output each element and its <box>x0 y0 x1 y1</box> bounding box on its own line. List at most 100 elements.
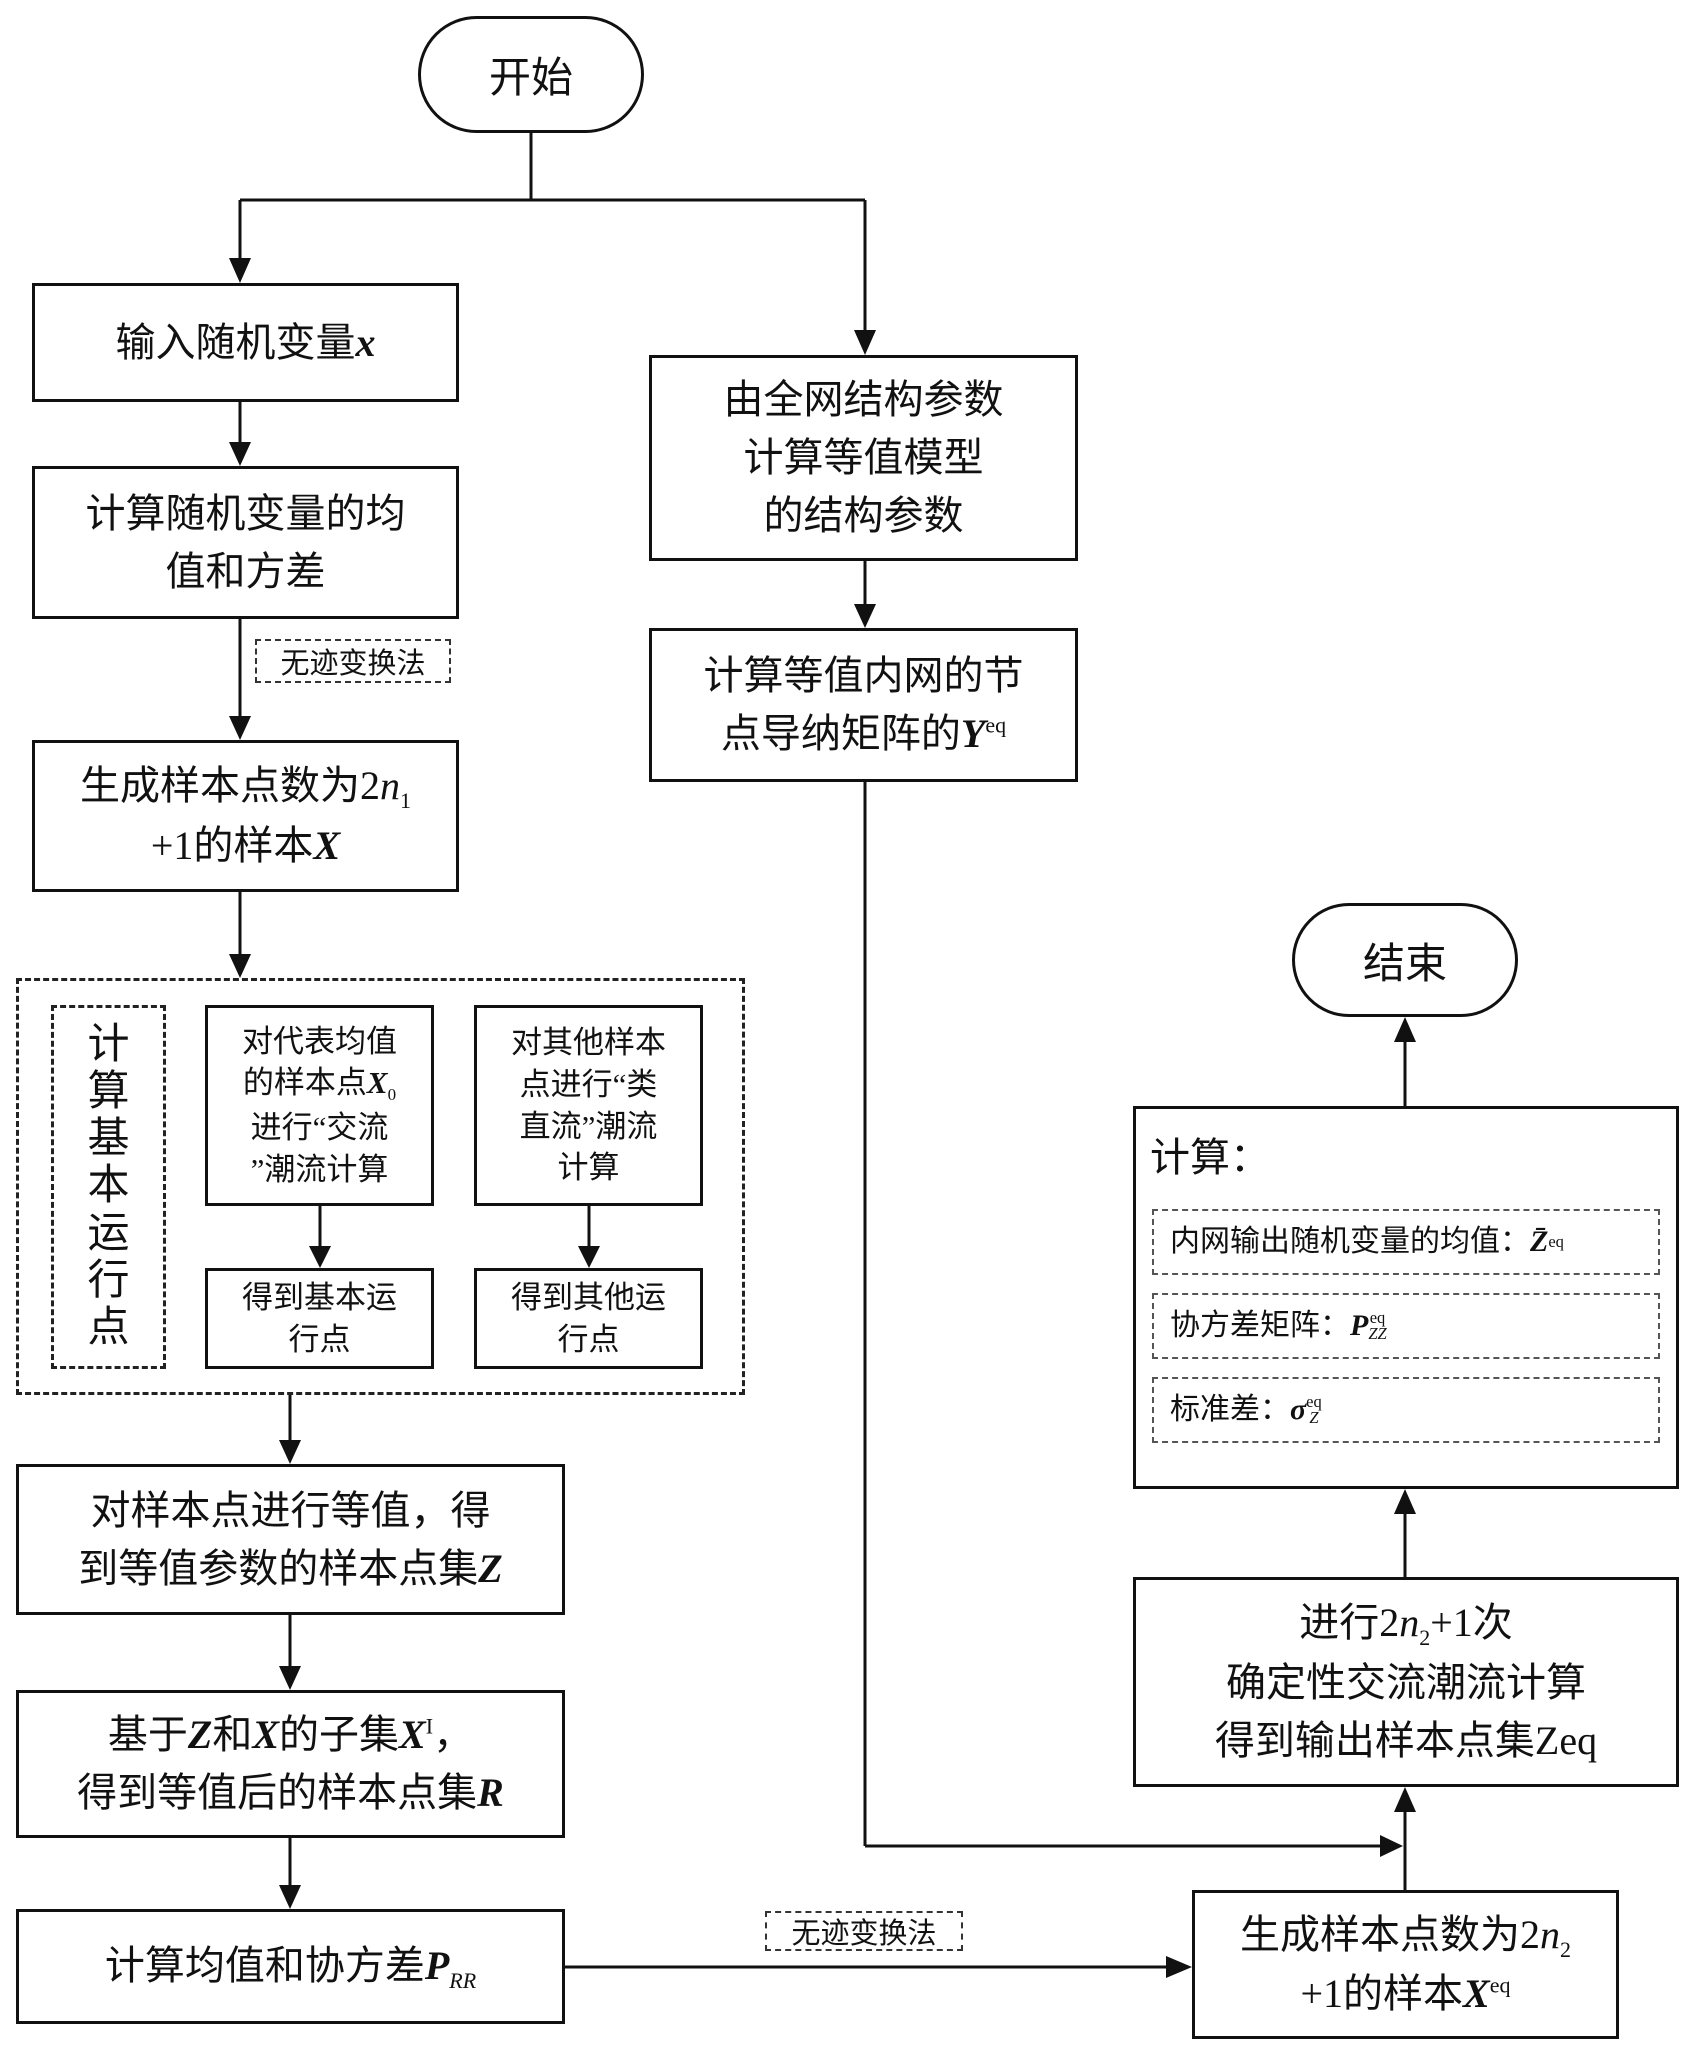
generate-samples-box: 生成样本点数为2n1 +1的样本X <box>32 740 459 892</box>
var-n: n <box>380 763 400 809</box>
dc-line2: 点进行“类 <box>519 1066 658 1102</box>
ac-powerflow-box: 对代表均值 的样本点X0 进行“交流 ”潮流计算 <box>205 1005 434 1206</box>
dc-result-line1: 得到其他运 <box>511 1279 666 1315</box>
subscript: Z <box>1309 1408 1319 1427</box>
arrowhead <box>229 442 251 466</box>
subscript: 2 <box>1419 1625 1431 1651</box>
var-Z: Z <box>478 1545 503 1591</box>
arrowhead <box>279 1885 301 1909</box>
arrowhead <box>854 330 876 355</box>
gen-samples-line1: 生成样本点数为2 <box>80 763 380 809</box>
input-var: x <box>355 319 376 365</box>
basic-operating-point-group <box>16 978 745 1395</box>
struct-line2: 计算等值模型 <box>743 435 984 480</box>
superscript: eq <box>985 712 1007 738</box>
mean-variance-line2: 值和方差 <box>165 548 326 594</box>
var-n: n <box>1540 1911 1560 1957</box>
admittance-line2: 点导纳矩阵的 <box>720 711 961 756</box>
basic-point-result-box: 得到基本运 行点 <box>205 1268 434 1369</box>
pf-line2: 确定性交流潮流计算 <box>1226 1659 1586 1705</box>
var-n: n <box>1399 1600 1420 1646</box>
start-terminal: 开始 <box>418 16 644 133</box>
var-X0: X <box>366 1065 388 1101</box>
arrowhead <box>229 258 251 283</box>
superscript: eq <box>1306 1391 1322 1411</box>
group-title-char: 点 <box>87 1304 130 1351</box>
dc-result-line2: 行点 <box>557 1321 620 1357</box>
group-title: 计算基本运行点 <box>87 1022 129 1351</box>
powerflow-box: 进行2n2+1次 确定性交流潮流计算 得到输出样本点集Zeq <box>1133 1577 1679 1787</box>
pf-line1-post: +1次 <box>1430 1600 1513 1646</box>
dc-powerflow-box: 对其他样本 点进行“类 直流”潮流 计算 <box>474 1005 703 1206</box>
arrowhead <box>578 1246 600 1268</box>
dc-line4: 计算 <box>557 1150 620 1186</box>
subscript: 1 <box>400 788 411 814</box>
end-label: 结束 <box>1362 941 1447 988</box>
group-title-char: 运 <box>87 1210 130 1257</box>
start-label: 开始 <box>488 56 573 102</box>
arrowhead <box>279 1666 301 1690</box>
var-P: P <box>1350 1309 1369 1343</box>
compute-title: 计算： <box>1150 1135 1270 1180</box>
arrowhead <box>309 1246 331 1268</box>
superscript: eq <box>1369 1307 1386 1327</box>
subset-box: 基于Z和X的子集XI， 得到等值后的样本点集R <box>16 1690 565 1838</box>
equiv-line2: 到等值参数的样本点集 <box>78 1545 479 1591</box>
arrowhead <box>279 1440 301 1464</box>
other-points-result-box: 得到其他运 行点 <box>474 1268 703 1369</box>
unscented-transform-label-2: 无迹变换法 <box>765 1911 963 1951</box>
superscript: I <box>425 1713 434 1739</box>
arrowhead <box>229 716 251 740</box>
mean-item: 内网输出随机变量的均值：Z̄eq <box>1152 1209 1660 1275</box>
group-title-char: 本 <box>87 1163 130 1210</box>
var-XI: X <box>399 1712 426 1757</box>
subset-text: 的子集 <box>279 1712 400 1757</box>
dc-line3: 直流”潮流 <box>519 1108 658 1144</box>
mean-label: 内网输出随机变量的均值： <box>1170 1225 1530 1259</box>
var-X: X <box>313 822 341 868</box>
superscript: eq <box>1548 1232 1564 1252</box>
admittance-matrix-box: 计算等值内网的节 点导纳矩阵的Yeq <box>649 628 1078 782</box>
subset-text: 和 <box>212 1712 253 1757</box>
equiv-line1: 对样本点进行等值，得 <box>90 1487 491 1533</box>
subscript: 2 <box>1560 1936 1571 1962</box>
cov-text: 计算均值和协方差 <box>104 1942 425 1988</box>
ac-line2: 的样本点 <box>242 1065 367 1101</box>
mean-variance-line1: 计算随机变量的均 <box>85 490 406 536</box>
var-R: R <box>477 1770 504 1815</box>
covariance-box: 计算均值和协方差PRR <box>16 1909 565 2024</box>
subscript: 0 <box>387 1085 397 1105</box>
arrowhead <box>1394 1787 1416 1812</box>
gen2-line1: 生成样本点数为2 <box>1240 1911 1540 1957</box>
ac-line4: ”潮流计算 <box>250 1151 389 1187</box>
gen2-line2: +1的样本 <box>1300 1971 1464 2017</box>
struct-line3: 的结构参数 <box>763 493 964 538</box>
subset-text: 基于 <box>107 1712 188 1757</box>
var-X: X <box>1463 1971 1490 2017</box>
subscript: RR <box>449 1967 477 1993</box>
var-P: P <box>424 1942 450 1988</box>
end-terminal: 结束 <box>1292 903 1518 1017</box>
group-title-char: 基 <box>87 1116 130 1163</box>
var-Z: Z <box>187 1712 213 1757</box>
equivalence-box: 对样本点进行等值，得 到等值参数的样本点集Z <box>16 1464 565 1615</box>
input-random-variable-box: 输入随机变量x <box>32 283 459 402</box>
admittance-line1: 计算等值内网的节 <box>703 653 1024 698</box>
arrowhead <box>1394 1017 1416 1042</box>
ac-result-line2: 行点 <box>288 1321 351 1357</box>
ac-result-line1: 得到基本运 <box>242 1279 397 1315</box>
var-Z-bar: Z̄ <box>1530 1225 1549 1259</box>
subscript: ZZ <box>1368 1324 1387 1343</box>
ac-line1: 对代表均值 <box>242 1023 397 1059</box>
ac-line3: 进行“交流 <box>250 1109 389 1145</box>
group-title-char: 算 <box>87 1069 130 1116</box>
group-title-box: 计算基本运行点 <box>51 1005 166 1369</box>
arrowhead <box>229 954 251 978</box>
pf-line1: 进行2 <box>1299 1600 1400 1646</box>
arrowhead <box>1166 1956 1192 1978</box>
var-sigma: σ <box>1290 1393 1307 1427</box>
